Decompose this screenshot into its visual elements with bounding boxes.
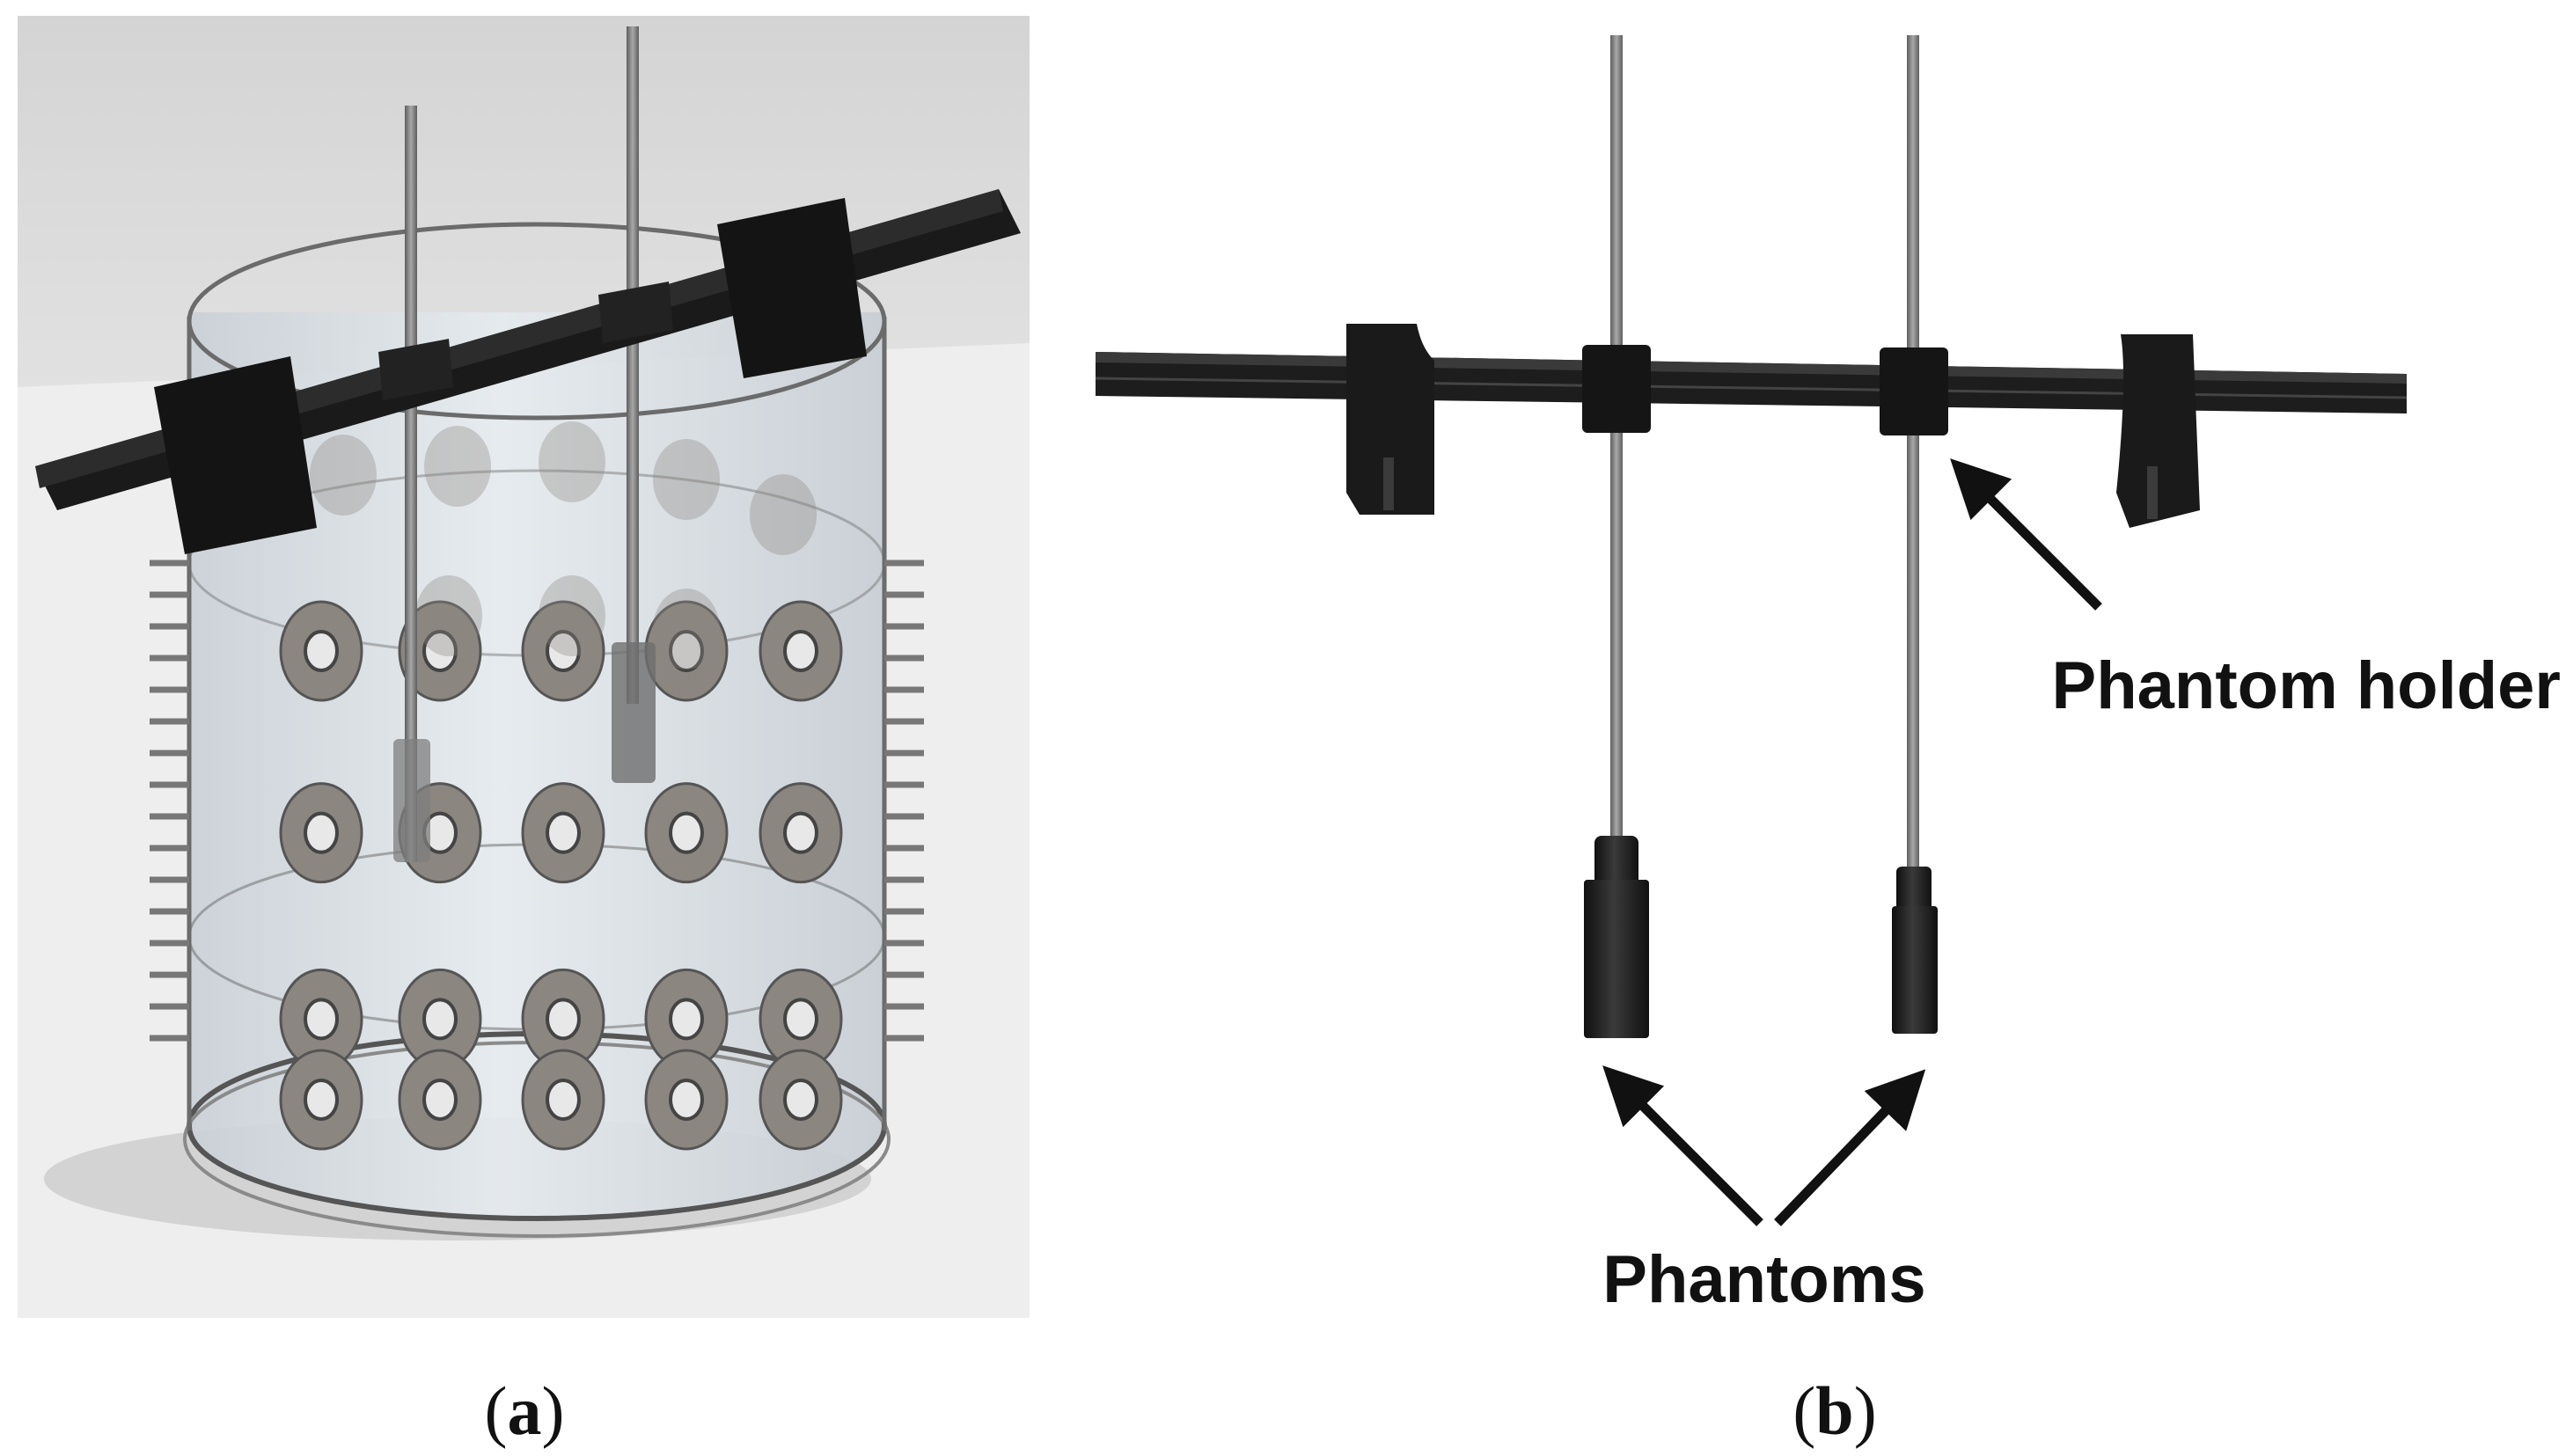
electrode: [398, 600, 482, 702]
rod-holder-left: [1582, 345, 1651, 433]
clamp-left: [1346, 324, 1434, 515]
electrode-back: [653, 439, 720, 520]
electrode: [759, 968, 843, 1070]
electrode: [644, 782, 729, 884]
electrode: [398, 968, 482, 1070]
holder-bar: [1095, 352, 2408, 413]
panel-b: Phantom holder Phantoms (b): [1095, 35, 2561, 1449]
electrode-back: [539, 575, 605, 656]
electrode: [644, 1049, 729, 1151]
tank-holder-bar: [35, 189, 1021, 554]
rod-left: [1610, 35, 1623, 845]
electrode-back: [310, 435, 377, 516]
side-pin-array: [150, 560, 924, 1042]
rod-holder-right: [1880, 348, 1948, 435]
electrode-back: [750, 474, 817, 555]
panel-a: (a): [18, 16, 1030, 1449]
phantom-arrow-right: [1774, 1069, 1926, 1226]
electrode: [398, 1049, 482, 1151]
tank-rod-left: [393, 106, 430, 862]
caption-b: (b): [1792, 1372, 1876, 1449]
caption-a: (a): [485, 1372, 565, 1449]
rod-right: [1907, 35, 1919, 871]
label-phantoms: Phantoms: [1602, 1242, 1925, 1317]
electrode: [279, 968, 363, 1070]
electrode: [521, 600, 605, 702]
phantom-left: [1584, 836, 1649, 1038]
electrode: [644, 968, 729, 1070]
electrode: [279, 1049, 363, 1151]
electrode-back: [424, 426, 491, 507]
electrode: [759, 1049, 843, 1151]
electrode: [279, 782, 363, 884]
clamp-right: [2116, 334, 2200, 528]
phantom-right: [1892, 867, 1938, 1034]
electrode: [521, 1049, 605, 1151]
electrode: [759, 782, 843, 884]
electrode: [521, 968, 605, 1070]
phantom-arrow-left: [1602, 1065, 1763, 1226]
label-phantom-holder: Phantom holder: [2052, 648, 2561, 723]
electrode: [521, 782, 605, 884]
holder-arrow: [1950, 458, 2102, 611]
electrode: [759, 600, 843, 702]
electrode-back: [415, 575, 482, 656]
tank-rod-right: [612, 26, 656, 783]
electrode-array: [279, 421, 843, 1151]
electrode-back: [653, 589, 720, 669]
electrode-back: [539, 421, 605, 502]
electrode: [279, 600, 363, 702]
